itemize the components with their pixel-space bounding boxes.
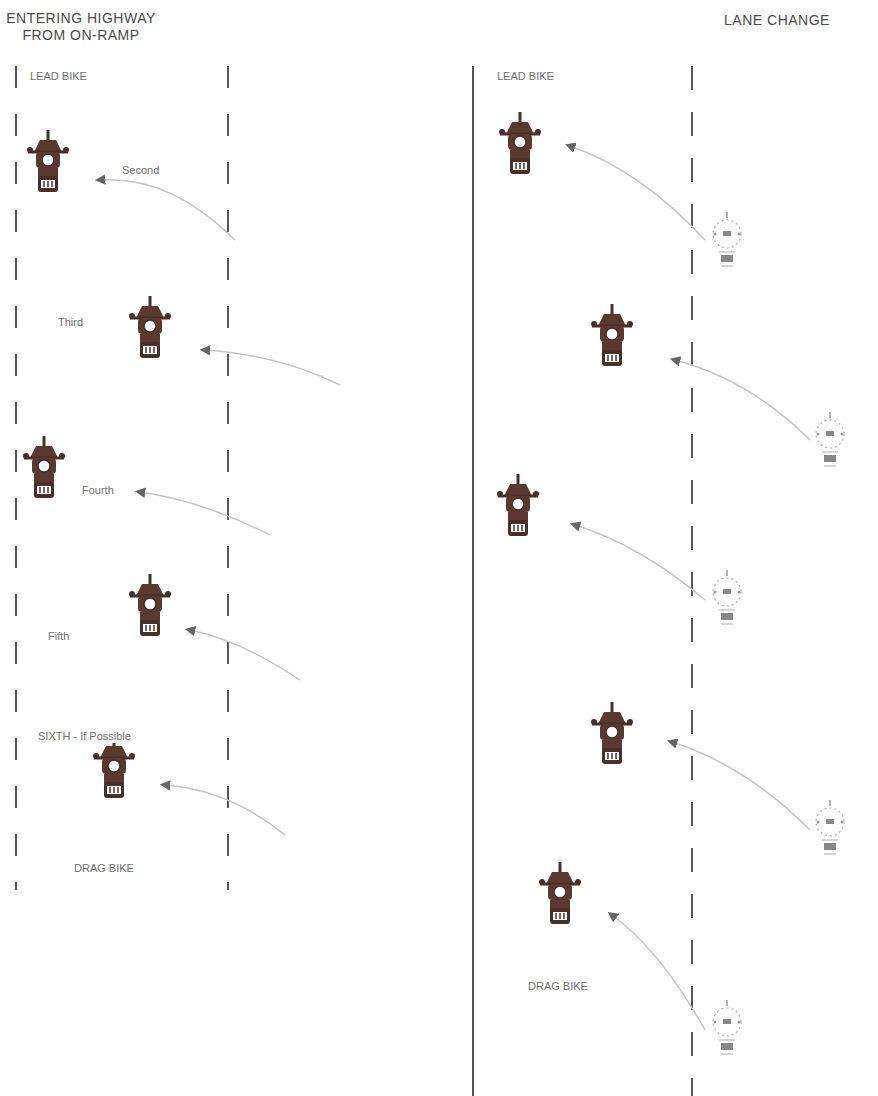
motorcycle [497, 112, 633, 924]
path-arrow [570, 146, 810, 1030]
position-label: LEAD BIKE [28, 70, 89, 83]
heading: LANE CHANGE [720, 12, 834, 29]
previous-position [713, 212, 844, 1054]
position-label: Fifth [46, 630, 71, 643]
position-label: DRAG BIKE [72, 862, 136, 875]
position-label: DRAG BIKE [526, 980, 590, 993]
path-arrow [100, 180, 340, 835]
lane-divider [691, 66, 693, 1096]
position-label: SIXTH - If Possible [36, 730, 133, 743]
position-label: Second [120, 164, 161, 177]
motorcycle [23, 130, 171, 798]
road-edge [16, 66, 228, 890]
road-edge [472, 66, 474, 1096]
position-label: Third [56, 316, 85, 329]
position-label: Fourth [80, 484, 116, 497]
heading: ENTERING HIGHWAY FROM ON-RAMP [4, 10, 158, 44]
position-label: LEAD BIKE [495, 70, 556, 83]
